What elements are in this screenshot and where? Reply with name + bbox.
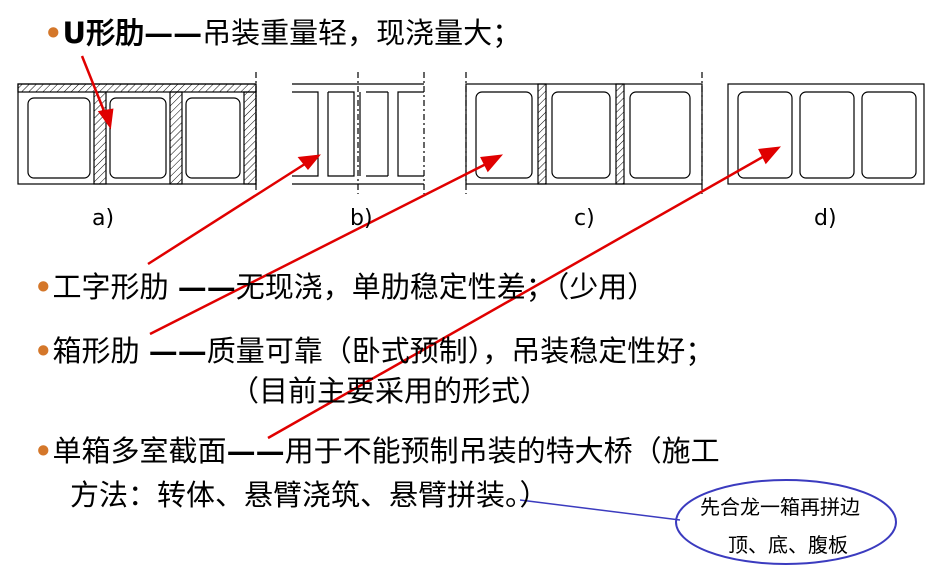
bullet-box-rib: •箱形肋 ——质量可靠（卧式预制），吊装稳定性好； (34, 334, 714, 368)
multi-cell-text: 用于不能预制吊装的特大桥（施工 (284, 434, 720, 468)
note-line2: 顶、底、腹板 (728, 533, 848, 557)
label-c: c) (574, 206, 595, 231)
i-rib-text: 无现浇，单肋稳定性差；（少用） (235, 270, 657, 304)
multi-cell-heading: 单箱多室截面 (52, 434, 227, 468)
bullet-dot: • (34, 334, 53, 368)
bullet-dot: • (44, 16, 63, 50)
arrow-u-rib (80, 55, 108, 117)
arrow-i-rib (147, 160, 309, 266)
u-rib-text: 吊装重量轻，现浇量大； (202, 16, 522, 50)
i-rib-heading: 工字形肋 (52, 270, 178, 304)
bullet-i-rib: •工字形肋 ——无现浇，单肋稳定性差；（少用） (34, 270, 656, 304)
i-rib-dash: —— (177, 270, 236, 304)
note-line1: 先合龙一箱再拼边 (700, 495, 860, 519)
note-callout (519, 479, 897, 565)
label-b: b) (350, 206, 373, 231)
box-rib-heading: 箱形肋 (52, 334, 149, 368)
section-c (465, 72, 703, 194)
u-rib-heading: U形肋 (62, 16, 145, 50)
pointer-arrows (80, 55, 782, 440)
multi-cell-dash: —— (226, 434, 285, 468)
bullet-u-rib: •U形肋——吊装重量轻，现浇量大； (44, 16, 521, 50)
arrow-multi-cell (267, 152, 769, 440)
label-a: a) (92, 206, 115, 231)
box-rib-text: 质量可靠（卧式预制），吊装稳定性好； (206, 334, 715, 368)
bullet-dot: • (34, 270, 53, 304)
section-d (727, 83, 925, 185)
bullet-dot: • (34, 434, 53, 468)
section-a (17, 72, 257, 192)
section-b (292, 72, 425, 194)
arrow-box-rib (149, 160, 491, 336)
u-rib-dash: —— (144, 16, 203, 50)
multi-cell-line2: 方法：转体、悬臂浇筑、悬臂拼装。） (70, 478, 549, 512)
box-rib-line2: （目前主要采用的形式） (230, 374, 550, 408)
bullet-multi-cell: •单箱多室截面——用于不能预制吊装的特大桥（施工 (34, 434, 720, 468)
box-rib-dash: —— (148, 334, 207, 368)
label-d: d) (814, 206, 837, 231)
